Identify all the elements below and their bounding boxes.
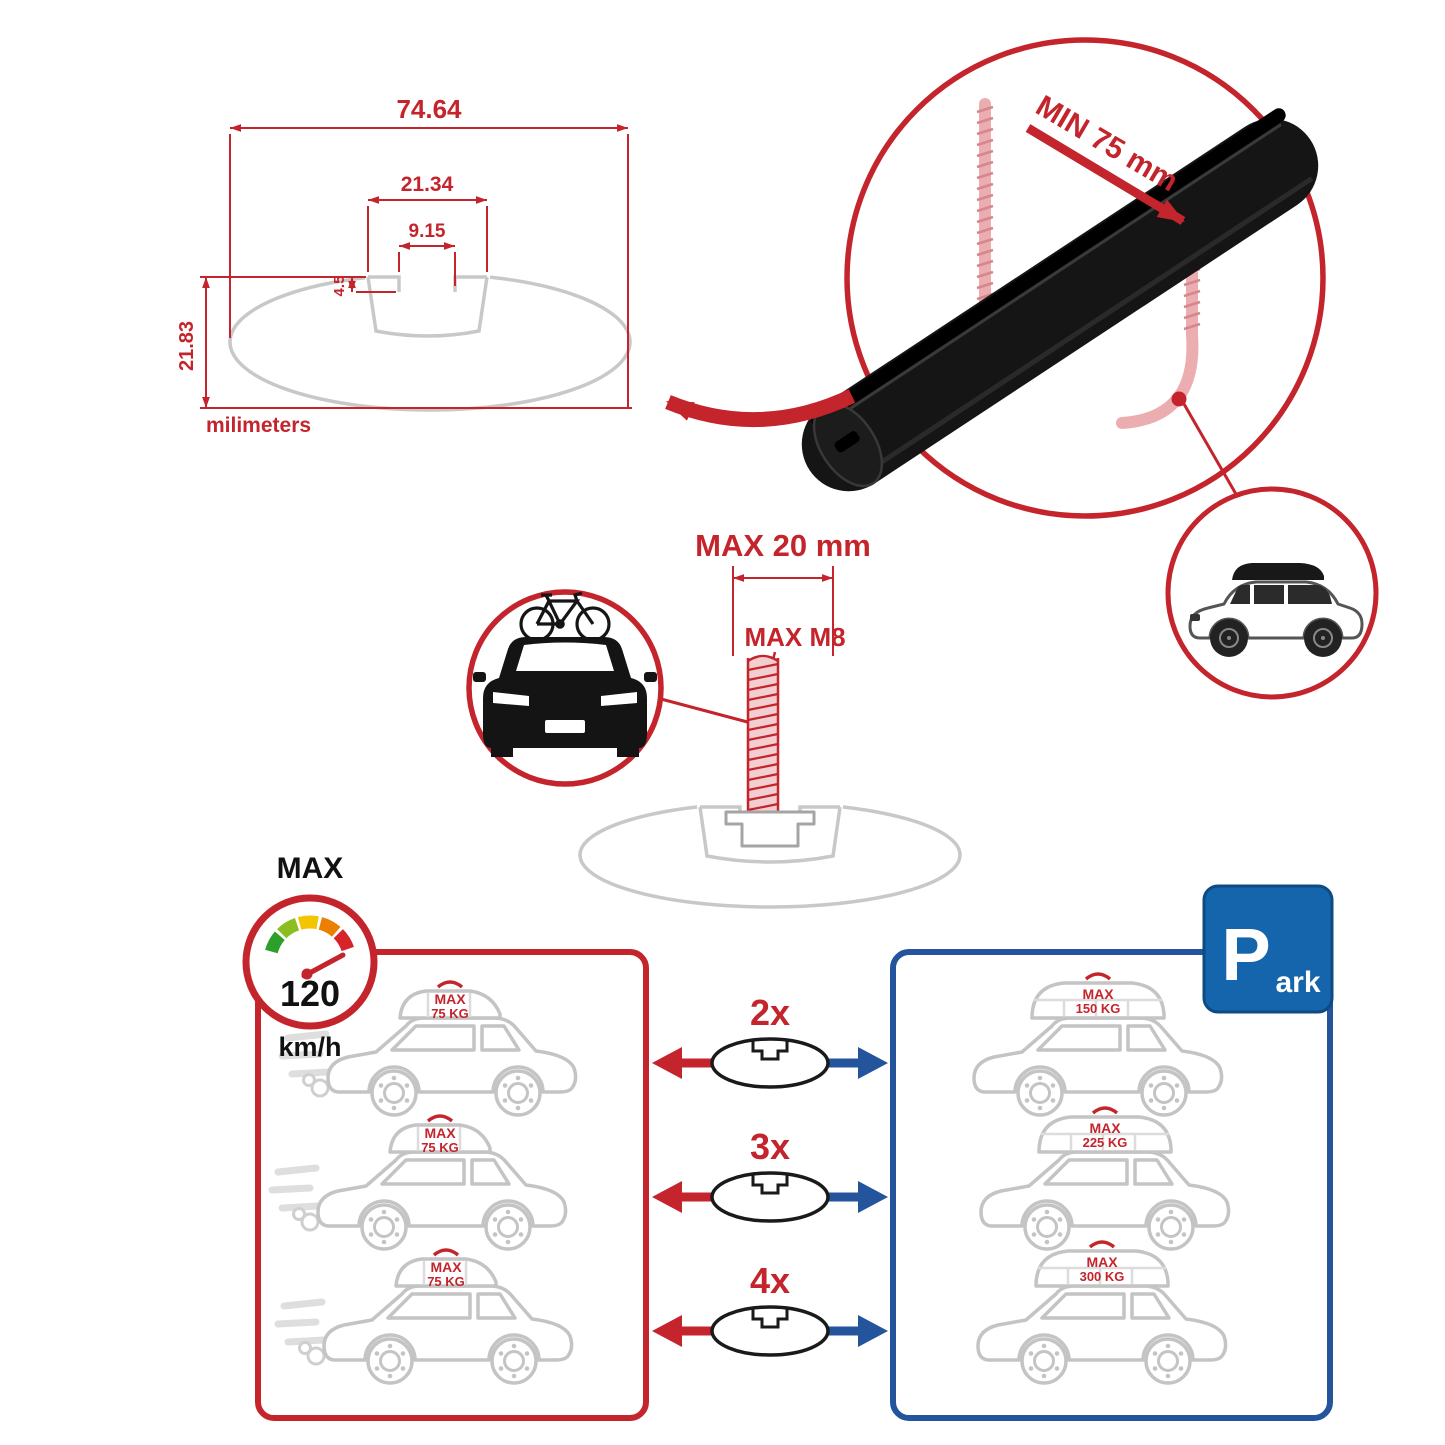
unit-label: milimeters — [206, 414, 311, 437]
park-rest: ark — [1275, 966, 1320, 999]
speed-unit: km/h — [278, 1032, 341, 1062]
multiplier-row-2: 3x — [652, 1126, 888, 1223]
bicycle-icon — [519, 591, 611, 642]
speed-limit-gauge: MAX 120 km/h — [242, 852, 378, 1062]
clamp-rod-left — [976, 98, 994, 321]
load-label: MAX — [424, 1125, 456, 1141]
load-label: MAX — [1082, 986, 1114, 1002]
multiplier-label: 3x — [750, 1126, 790, 1167]
crossbar-section-icon — [710, 1037, 830, 1089]
right-panel-cars: MAX 150 KG MAX 225 KG MAX 300 KG — [974, 974, 1229, 1383]
crossbar-zoom-detail: MIN 75 mm — [801, 37, 1326, 519]
crossbar-image — [801, 108, 1319, 492]
load-weight: 75 KG — [431, 1006, 469, 1021]
left-capacity-panel — [255, 949, 649, 1421]
max-thread-label: MAX M8 — [744, 622, 845, 652]
threaded-bolt-icon — [724, 654, 816, 848]
multiplier-label: 2x — [750, 992, 790, 1033]
speed-value: 120 — [280, 973, 340, 1014]
parking-sign: P ark — [1202, 884, 1334, 1014]
load-weight: 75 KG — [421, 1140, 459, 1155]
dim-total-height: 21.83 — [176, 321, 198, 371]
suv-roofbox-icon — [1188, 563, 1364, 657]
min-clamp-arrow — [1025, 124, 1186, 225]
load-label: MAX — [1089, 1120, 1121, 1136]
crossbar-section-icon — [710, 1171, 830, 1223]
load-label: MAX — [1086, 1254, 1118, 1270]
dim-slot-width: 9.15 — [409, 221, 446, 242]
profile-dimension-diagram: 74.64 21.34 9.15 4.5 21.83 milimeters — [176, 94, 632, 437]
suv-roofbox-detail — [1165, 486, 1379, 700]
park-letter: P — [1221, 913, 1270, 996]
bolt-detail-section: MAX 20 mm MAX M8 — [466, 528, 962, 909]
dim-total-width: 74.64 — [396, 94, 462, 124]
multiplier-rows: 2x 3x 4x — [652, 992, 888, 1357]
load-label: MAX — [434, 991, 466, 1007]
left-panel-cars: MAX 75 KG MAX 75 KG MAX 75 KG — [272, 982, 576, 1383]
multiplier-row-1: 2x — [652, 992, 888, 1089]
car-with-load — [272, 1116, 566, 1249]
zoom-arrow — [665, 389, 856, 428]
car-front-icon — [473, 637, 657, 757]
dimension-lines — [200, 124, 632, 409]
max-bolt-length-label: MAX 20 mm — [695, 528, 871, 563]
load-weight: 225 KG — [1083, 1135, 1128, 1150]
dim-lip-height: 4.5 — [331, 276, 348, 297]
speedometer-icon: 120 — [242, 894, 378, 1030]
car-with-load — [278, 1250, 572, 1383]
right-capacity-panel — [890, 949, 1333, 1421]
dim-channel-width: 21.34 — [401, 173, 454, 196]
multiplier-row-3: 4x — [652, 1260, 888, 1357]
crossbar-profile-outline — [228, 266, 632, 412]
load-weight: 300 KG — [1080, 1269, 1125, 1284]
clamp-point-dot — [1171, 391, 1187, 407]
load-weight: 75 KG — [427, 1274, 465, 1289]
load-weight: 150 KG — [1076, 1001, 1121, 1016]
leader-to-bolt — [660, 697, 756, 726]
multiplier-label: 4x — [750, 1260, 790, 1301]
speed-max-label: MAX — [277, 852, 344, 885]
load-label: MAX — [430, 1259, 462, 1275]
leader-to-suv-circle — [1182, 403, 1246, 509]
crossbar-section-icon — [710, 1305, 830, 1357]
